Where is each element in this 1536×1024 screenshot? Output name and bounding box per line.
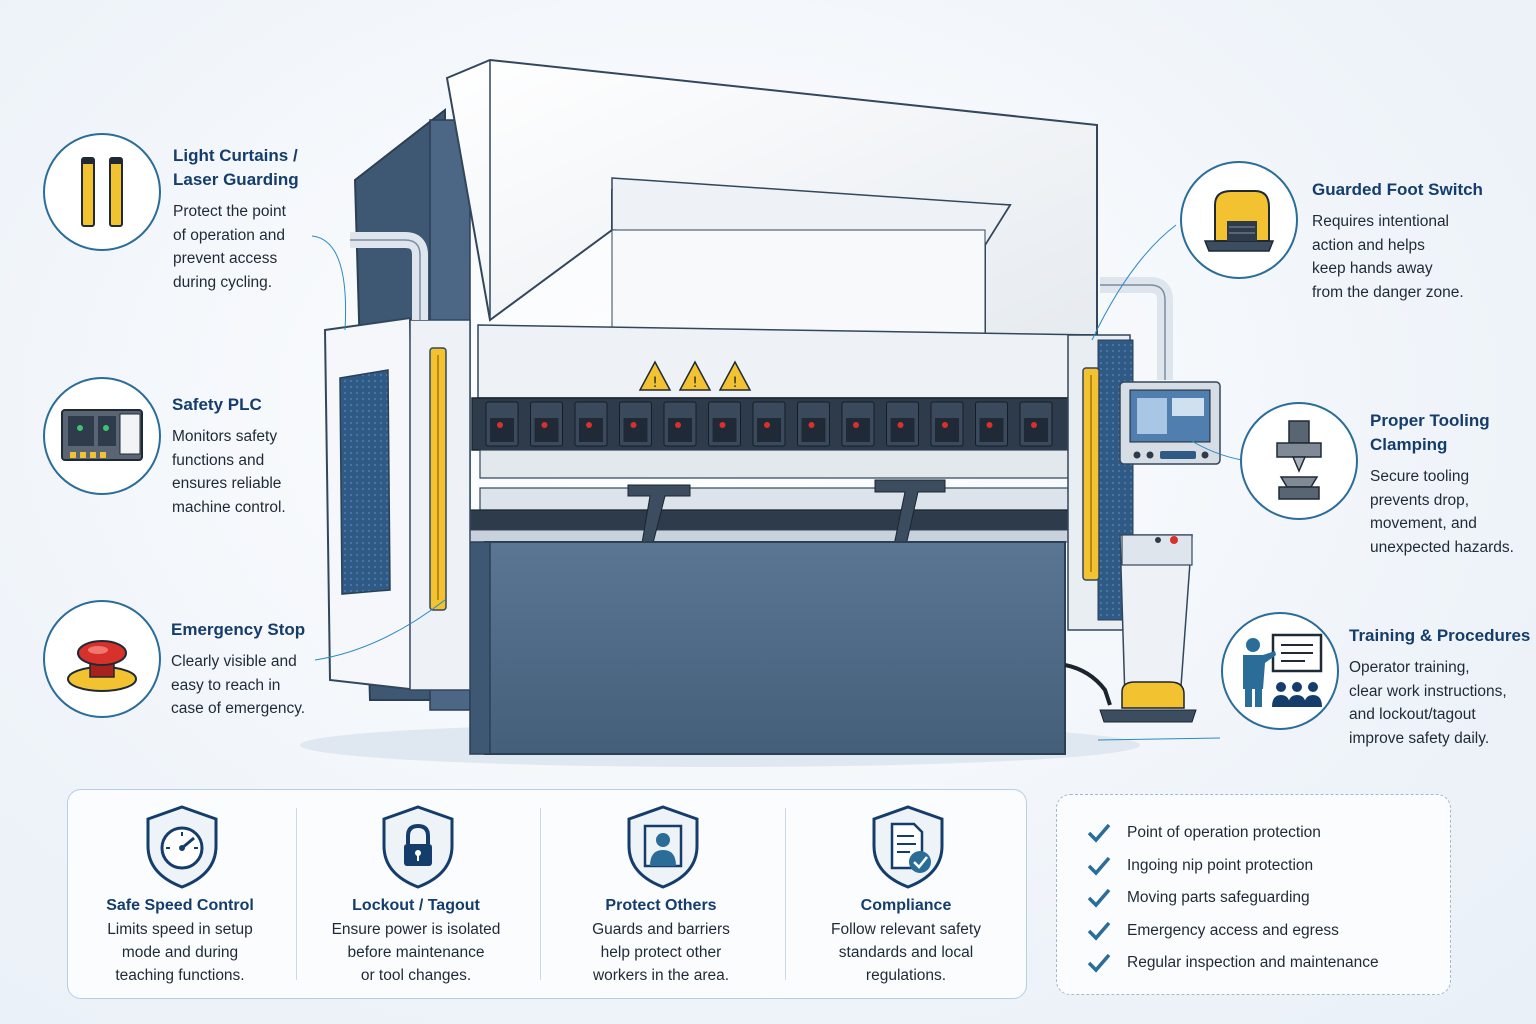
tool-clamp: [708, 401, 741, 447]
training-callout-circle: [1221, 612, 1339, 730]
die-holder: [464, 509, 1078, 531]
light-curtain-callout: Light Curtains / Laser Guarding Protect …: [173, 144, 333, 294]
bed-rail: [469, 529, 1076, 543]
left-guard-mesh: [339, 369, 391, 595]
tool-clamp: [841, 401, 875, 447]
feature-desc: Ensure power is isolated before maintena…: [331, 921, 501, 984]
tool-clamp: [930, 401, 964, 447]
tool-clamp: [752, 401, 786, 447]
checkmark-icon: [1087, 824, 1111, 843]
foot-switch-cover: [1121, 681, 1185, 709]
pedestal-estop: [1170, 536, 1178, 544]
lower-die: [479, 487, 1079, 511]
tooling-callout-circle: [1240, 402, 1358, 520]
feature-title: Lockout / Tagout: [352, 897, 480, 914]
checklist-label: Emergency access and egress: [1127, 921, 1339, 939]
safety-plc-callout: Safety PLC Monitors safety functions and…: [172, 393, 332, 519]
tool-clamp: [619, 401, 652, 447]
tool-clamp: [663, 401, 697, 447]
padlock-shield-icon: [382, 805, 454, 889]
checklist-item: Point of operation protection: [1087, 817, 1450, 850]
checklist-label: Regular inspection and maintenance: [1127, 954, 1379, 972]
checklist-item: Emergency access and egress: [1087, 915, 1450, 948]
safety-plc-callout-circle: [43, 377, 161, 495]
ram-face: [611, 229, 986, 336]
leader-lines: [311, 224, 1243, 741]
press-brake-illustration: ! ! !: [300, 58, 1243, 767]
estop-title: Emergency Stop: [171, 620, 306, 639]
feature-desc: Follow relevant safety standards and loc…: [831, 921, 981, 984]
estop-desc: Clearly visible and easy to reach in cas…: [171, 653, 306, 717]
foot-switch-callout: Guarded Foot Switch Requires intentional…: [1312, 178, 1502, 304]
checkmark-icon: [1087, 921, 1111, 941]
checklist-item: Moving parts safeguarding: [1087, 882, 1450, 915]
light-curtain-callout-circle: [43, 133, 161, 251]
divider: [296, 808, 297, 980]
tool-clamp: [530, 401, 563, 447]
checklist-label: Ingoing nip point protection: [1127, 856, 1314, 874]
svg-text:!: !: [692, 375, 698, 391]
safety-features-panel: Safe Speed Control Limits speed in setup…: [67, 789, 1027, 999]
tooling-desc: Secure tooling prevents drop, movement, …: [1370, 468, 1514, 556]
checklist-item: Ingoing nip point protection: [1087, 850, 1450, 883]
estop-callout-circle: [43, 600, 161, 718]
warning-signs: ! ! !: [638, 360, 752, 391]
feature-compliance: Compliance Follow relevant safety standa…: [786, 790, 1026, 1000]
light-curtain-icon: [81, 157, 123, 227]
emergency-stop-icon: [67, 640, 137, 692]
checkmark-icon: [1087, 889, 1111, 908]
training-callout: Training & Procedures Operator training,…: [1349, 624, 1536, 750]
light-curtain-title: Light Curtains / Laser Guarding: [173, 146, 299, 189]
training-presentation-icon: [1243, 633, 1323, 707]
checklist-label: Moving parts safeguarding: [1127, 889, 1310, 907]
feature-lockout: Lockout / Tagout Ensure power is isolate…: [296, 790, 536, 1000]
tool-clamp: [975, 401, 1008, 447]
training-title: Training & Procedures: [1349, 626, 1531, 645]
lower-frame: [484, 541, 1066, 755]
tool-clamp: [1019, 401, 1053, 447]
foot-switch-icon: [1203, 190, 1275, 252]
divider: [540, 808, 541, 980]
person-shield-icon: [627, 805, 699, 889]
gauge-shield-icon: [146, 805, 218, 889]
checkmark-icon: [1087, 856, 1111, 876]
tooling-callout: Proper Tooling Clamping Secure tooling p…: [1370, 409, 1530, 559]
safety-checklist: Point of operation protection Ingoing ni…: [1056, 794, 1451, 995]
training-desc: Operator training, clear work instructio…: [1349, 659, 1507, 747]
tooling-title: Proper Tooling Clamping: [1370, 411, 1490, 454]
estop-callout: Emergency Stop Clearly visible and easy …: [171, 618, 336, 721]
upper-tool-clamps: [485, 401, 1053, 447]
safety-plc-title: Safety PLC: [172, 395, 262, 414]
svg-text:!: !: [652, 375, 658, 391]
feature-safe-speed: Safe Speed Control Limits speed in setup…: [60, 790, 300, 1000]
divider: [785, 808, 786, 980]
tool-clamp: [574, 401, 608, 447]
tool-clamp: [797, 401, 830, 447]
checklist-label: Point of operation protection: [1127, 824, 1321, 842]
upper-punch: [479, 449, 1076, 479]
feature-title: Protect Others: [605, 897, 717, 914]
tool-clamp-icon: [1276, 420, 1322, 500]
foot-switch-callout-circle: [1180, 161, 1298, 279]
foot-switch-title: Guarded Foot Switch: [1312, 180, 1483, 199]
feature-protect-others: Protect Others Guards and barriers help …: [541, 790, 781, 1000]
feature-desc: Limits speed in setup mode and during te…: [107, 921, 253, 984]
tool-clamp: [886, 401, 919, 447]
control-buttons: [1133, 451, 1209, 459]
foot-switch-desc: Requires intentional action and helps ke…: [1312, 213, 1464, 301]
light-curtain-desc: Protect the point of operation and preve…: [173, 203, 286, 291]
plc-module-icon: [61, 409, 143, 461]
foot-switch-base: [1099, 709, 1197, 723]
feature-desc: Guards and barriers help protect other w…: [592, 921, 730, 984]
safety-plc-desc: Monitors safety functions and ensures re…: [172, 428, 286, 516]
ram-beam: [477, 324, 1098, 399]
checklist-item: Regular inspection and maintenance: [1087, 947, 1450, 980]
svg-text:!: !: [732, 375, 738, 391]
document-check-shield-icon: [872, 805, 944, 889]
feature-title: Compliance: [860, 897, 952, 914]
tool-clamp: [485, 401, 519, 447]
feature-title: Safe Speed Control: [106, 897, 254, 914]
checkmark-icon: [1087, 954, 1111, 973]
